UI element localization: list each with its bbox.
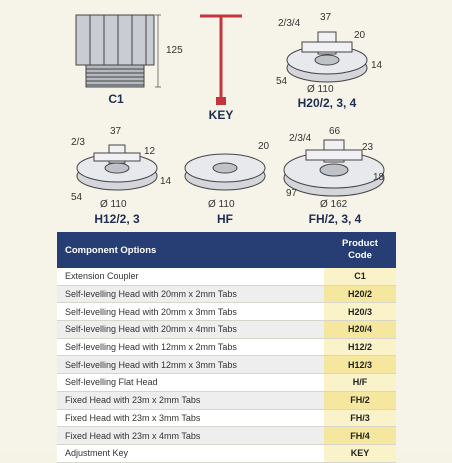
h20-diameter-dim: Ø 110 [307,84,334,95]
h20-width-dim: 37 [320,12,332,23]
header-product-code: Product Code [324,232,396,268]
fh-tab-dim: 23 [362,142,374,153]
key-label: KEY [208,108,234,122]
header-component-options: Component Options [57,232,324,268]
fh-label: FH/2, 3, 4 [308,212,362,226]
row-code: FH/2 [324,391,396,410]
h12-diameter-dim: Ø 110 [100,199,127,210]
row-option: Self-levelling Head with 12mm x 3mm Tabs [57,355,324,375]
h12-side-dim: 54 [71,192,83,203]
h12-width-dim: 37 [110,126,122,137]
row-option: Self-levelling Head with 12mm x 2mm Tabs [57,338,324,357]
table-row: Self-levelling Head with 12mm x 2mm Tabs… [57,338,396,357]
fh-head-drawing [283,139,385,197]
row-code: H12/2 [324,338,396,357]
row-code: FH/3 [324,409,396,428]
c1-coupler-drawing [75,14,161,88]
table-header-row: Component Options Product Code [57,232,396,268]
table-row: Self-levelling Head with 20mm x 3mm Tabs… [57,302,396,322]
c1-label: C1 [108,92,124,106]
h12-tab-dim: 12 [144,146,156,157]
row-option: Fixed Head with 23m x 4mm Tabs [57,426,324,445]
h12-tab-sizes-dim: 2/3 [71,137,85,148]
key-drawing [200,14,242,105]
row-option: Self-levelling Head with 20mm x 2mm Tabs [57,285,324,304]
row-option: Self-levelling Head with 20mm x 3mm Tabs [57,302,324,322]
technical-drawings-svg [75,14,385,197]
fh-tab-sizes-dim: 2/3/4 [289,133,312,144]
h20-tab-dim: 20 [354,30,366,41]
fh-diameter-dim: Ø 162 [320,199,348,210]
row-code: H/F [324,373,396,392]
h20-tab-sizes-dim: 2/3/4 [278,18,301,29]
hf-label: HF [217,212,233,226]
row-option: Extension Coupler [57,268,324,286]
fh-height-dim: 18 [373,172,385,183]
fh-side-dim: 97 [286,188,298,199]
row-option: Self-levelling Flat Head [57,373,324,392]
hf-diameter-dim: Ø 110 [208,199,235,210]
h12-head-drawing [76,144,158,191]
row-code: H20/3 [324,302,396,322]
h20-label: H20/2, 3, 4 [297,96,357,110]
h12-label: H12/2, 3 [94,212,140,226]
row-option: Adjustment Key [57,444,324,463]
row-code: H20/4 [324,320,396,339]
hf-head-drawing [184,153,266,191]
table-row: Self-levelling Head with 20mm x 4mm Tabs… [57,320,396,339]
row-code: KEY [324,444,396,463]
hf-height-dim: 20 [258,141,270,152]
row-option: Fixed Head with 23m x 2mm Tabs [57,391,324,410]
product-sheet: 125 C1 KEY 2/3/4 37 20 14 54 Ø 110 H20/2… [57,12,396,463]
h20-side-dim: 54 [276,76,288,87]
component-drawings: 125 C1 KEY 2/3/4 37 20 14 54 Ø 110 H20/2… [71,12,385,226]
row-code: FH/4 [324,426,396,445]
fh-width-dim: 66 [329,126,341,137]
table-row: Self-levelling Head with 12mm x 3mm Tabs… [57,355,396,375]
row-code: H12/3 [324,355,396,375]
row-code: H20/2 [324,285,396,304]
row-option: Self-levelling Head with 20mm x 4mm Tabs [57,320,324,339]
row-code: C1 [324,268,396,286]
row-option: Fixed Head with 23m x 3mm Tabs [57,409,324,428]
table-row: Self-levelling Head with 20mm x 2mm Tabs… [57,285,396,304]
h12-height-dim: 14 [160,176,172,187]
component-options-table: Component Options Product Code Extension… [57,232,396,463]
h20-head-drawing [286,31,368,83]
c1-height-dim: 125 [166,45,183,56]
h20-height-dim: 14 [371,60,383,71]
